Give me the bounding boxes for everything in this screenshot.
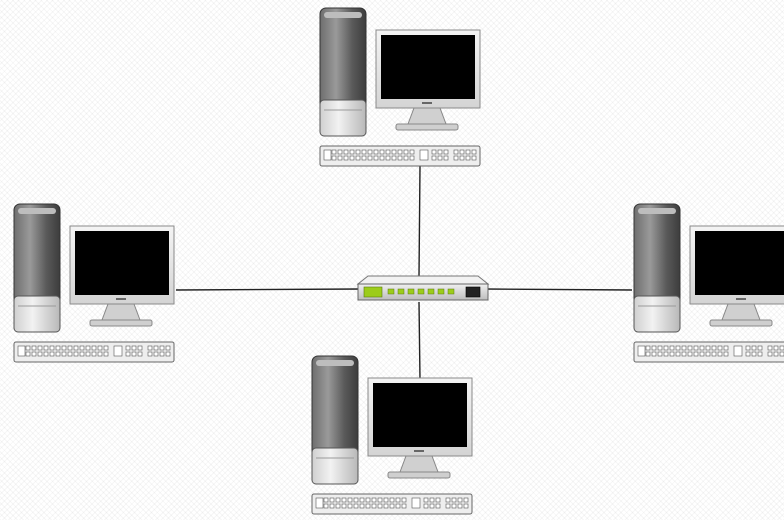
keyboard-icon bbox=[633, 341, 784, 363]
switch-port-led bbox=[397, 288, 405, 295]
computer-top bbox=[319, 7, 481, 167]
tower-icon bbox=[13, 203, 61, 333]
network-switch bbox=[356, 275, 490, 301]
switch-port-led bbox=[427, 288, 435, 295]
switch-uplink-port bbox=[465, 286, 481, 298]
link-switch-to-bottom bbox=[418, 301, 421, 381]
link-switch-to-right bbox=[483, 288, 633, 291]
switch-port-led bbox=[407, 288, 415, 295]
link-switch-to-left bbox=[175, 288, 363, 291]
monitor-stand bbox=[407, 107, 447, 125]
switch-status-panel bbox=[363, 286, 383, 298]
monitor-icon bbox=[69, 225, 175, 327]
switch-port-led bbox=[417, 288, 425, 295]
monitor-stand bbox=[399, 455, 439, 473]
switch-port-led bbox=[437, 288, 445, 295]
tower-icon bbox=[319, 7, 367, 137]
link-switch-to-top bbox=[418, 165, 421, 277]
computer-bottom bbox=[311, 355, 473, 515]
switch-port-led bbox=[387, 288, 395, 295]
monitor-stand bbox=[721, 303, 761, 321]
keyboard-icon bbox=[311, 493, 473, 515]
monitor-icon bbox=[367, 377, 473, 479]
keyboard-icon bbox=[13, 341, 175, 363]
monitor-icon bbox=[375, 29, 481, 131]
computers bbox=[13, 7, 784, 515]
monitor-stand bbox=[101, 303, 141, 321]
monitor-screen bbox=[75, 231, 169, 295]
switch-port-led bbox=[447, 288, 455, 295]
monitor-screen bbox=[381, 35, 475, 99]
tower-icon bbox=[633, 203, 681, 333]
computer-right bbox=[633, 203, 784, 363]
tower-icon bbox=[311, 355, 359, 485]
switch-icon bbox=[356, 275, 490, 301]
keyboard-icon bbox=[319, 145, 481, 167]
switch-top bbox=[356, 275, 490, 285]
monitor-icon bbox=[689, 225, 784, 327]
monitor-screen bbox=[373, 383, 467, 447]
network-links bbox=[175, 165, 633, 381]
computer-left bbox=[13, 203, 175, 363]
monitor-screen bbox=[695, 231, 784, 295]
